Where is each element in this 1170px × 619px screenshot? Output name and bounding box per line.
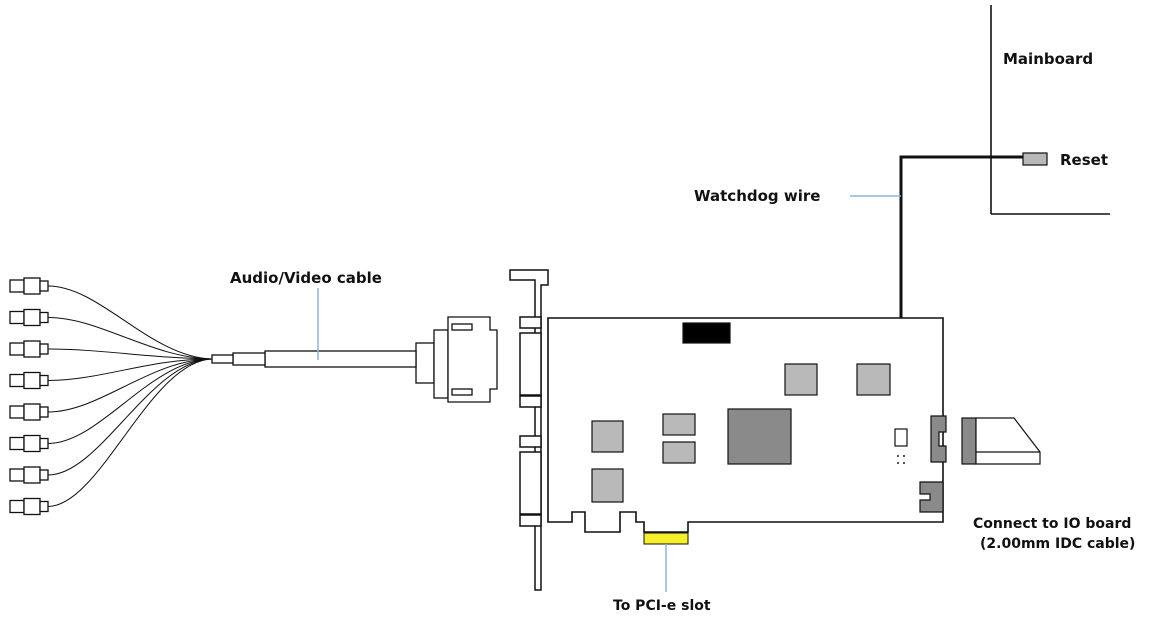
reset-header — [1022, 152, 1048, 166]
av-cable-main — [211, 350, 417, 368]
rca-connector — [9, 403, 49, 421]
card-bracket — [509, 269, 549, 591]
rca-connector — [9, 434, 49, 453]
rca-connector — [9, 277, 49, 295]
rca-connector — [9, 497, 49, 516]
breakout-wire — [47, 348, 213, 360]
breakout-wire — [47, 317, 213, 360]
io-board-label: Connect to IO board — [973, 516, 1132, 532]
mainboard-label: Mainboard — [1003, 50, 1094, 68]
watchdog-wire-label: Watchdog wire — [694, 187, 821, 205]
io-board-cable-label: (2.00mm IDC cable) — [980, 536, 1136, 552]
breakout-wire — [47, 358, 213, 507]
breakout-wire — [47, 358, 213, 381]
rca-connector — [9, 340, 49, 358]
db-connector — [415, 316, 498, 403]
idc-cable-plug — [961, 417, 1041, 465]
breakout-wire — [47, 358, 213, 476]
pcie-contacts — [643, 532, 689, 545]
breakout-wire — [47, 358, 213, 444]
rca-connector — [9, 371, 49, 390]
av-cable-label: Audio/Video cable — [230, 269, 382, 287]
idc-connectors — [919, 415, 947, 513]
pcie-slot-label: To PCI-e slot — [613, 598, 711, 614]
breakout-wire — [47, 358, 213, 413]
watchdog-header — [894, 428, 908, 447]
breakout-wire — [47, 285, 213, 360]
rca-connector — [9, 308, 49, 327]
rca-breakout — [47, 285, 213, 507]
reset-label: Reset — [1060, 151, 1108, 169]
rca-connector — [9, 466, 49, 484]
chips — [591, 322, 891, 503]
header-pins — [897, 455, 905, 464]
mainboard — [990, 5, 1110, 215]
rca-connectors — [9, 277, 49, 516]
